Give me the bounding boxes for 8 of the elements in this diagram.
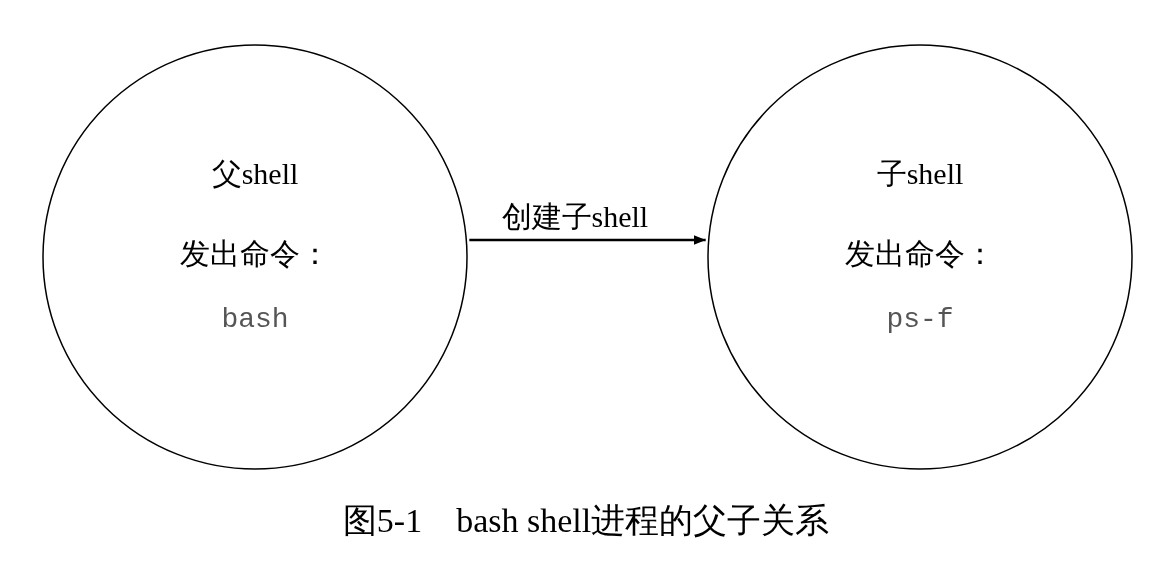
node-text: 发出命令： <box>179 236 331 272</box>
node-text: 发出命令： <box>844 236 996 272</box>
node-title: 子shell <box>875 156 965 192</box>
figure-caption: 图5-1 bash shell进程的父子关系 <box>341 501 831 541</box>
command-text: ps-f <box>885 303 955 337</box>
edge-label: 创建子shell <box>501 200 649 234</box>
node-title: 父shell <box>210 156 300 192</box>
command-text: bash <box>220 303 290 337</box>
